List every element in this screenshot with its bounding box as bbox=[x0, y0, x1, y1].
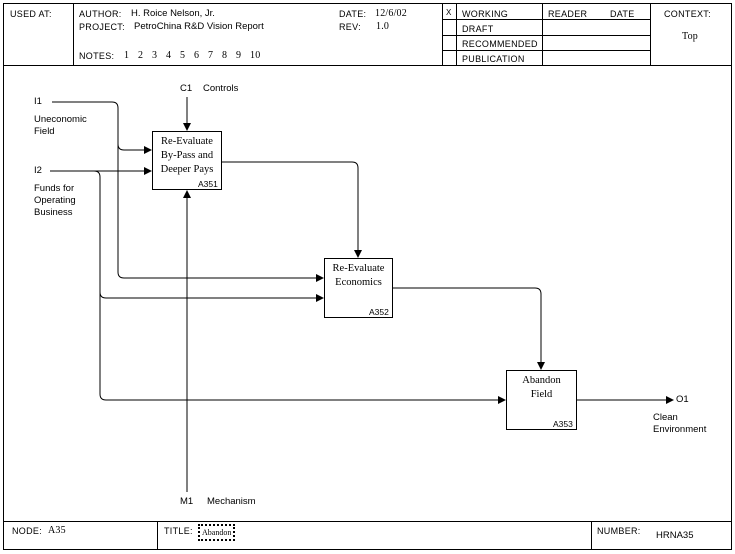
output-o1-label-line1: Clean bbox=[653, 412, 678, 423]
activity-a352-line2: Economics bbox=[335, 277, 382, 288]
title-label: TITLE: bbox=[164, 526, 193, 536]
arrow-a352-to-a353 bbox=[393, 287, 545, 370]
status-publication: PUBLICATION bbox=[462, 54, 525, 64]
status-working: WORKING bbox=[462, 9, 509, 19]
note-9: 9 bbox=[236, 50, 242, 61]
used-at-label: USED AT: bbox=[10, 9, 52, 19]
note-5: 5 bbox=[180, 50, 186, 61]
author-value: H. Roice Nelson, Jr. bbox=[131, 8, 215, 19]
output-o1-code: O1 bbox=[676, 394, 689, 405]
activity-a352-label: Re-Evaluate Economics bbox=[325, 262, 392, 290]
author-label: AUTHOR: bbox=[79, 9, 122, 19]
mechanism-m1-label: Mechanism bbox=[207, 496, 256, 507]
status-recommended: RECOMMENDED bbox=[462, 39, 538, 49]
activity-a352-number: A352 bbox=[369, 307, 389, 317]
note-8: 8 bbox=[222, 50, 228, 61]
activity-a351-label: Re-Evaluate By-Pass and Deeper Pays bbox=[153, 135, 221, 177]
status-draft: DRAFT bbox=[462, 24, 494, 34]
arrow-i2-to-a352 bbox=[88, 170, 324, 302]
activity-box-a351 bbox=[152, 131, 222, 190]
note-4: 4 bbox=[166, 50, 172, 61]
arrow-a351-to-a352 bbox=[222, 161, 362, 258]
activity-a351-number: A351 bbox=[198, 179, 218, 189]
date-value: 12/6/02 bbox=[375, 8, 407, 19]
activity-a353-line1: Abandon bbox=[522, 375, 561, 386]
node-value: A35 bbox=[48, 525, 66, 536]
context-label: CONTEXT: bbox=[664, 9, 711, 19]
input-i2-code: I2 bbox=[34, 165, 42, 176]
reader-date-label: DATE bbox=[610, 9, 635, 19]
output-o1-label-line2: Environment bbox=[653, 424, 707, 435]
activity-box-a352 bbox=[324, 258, 393, 318]
input-i2-label-line3: Business bbox=[34, 207, 73, 218]
activity-a353-label: Abandon Field bbox=[507, 374, 576, 402]
activity-a351-line1: Re-Evaluate bbox=[161, 136, 213, 147]
notes-label: NOTES: bbox=[79, 51, 115, 61]
title-field[interactable]: Abandon bbox=[198, 524, 236, 541]
activity-a353-number: A353 bbox=[553, 419, 573, 429]
note-10: 10 bbox=[250, 50, 261, 61]
activity-a351-line3: Deeper Pays bbox=[160, 164, 214, 175]
number-label: NUMBER: bbox=[597, 526, 641, 536]
note-1: 1 bbox=[124, 50, 130, 61]
arrow-i1-to-a352 bbox=[117, 144, 324, 282]
activity-a352-line1: Re-Evaluate bbox=[332, 263, 385, 274]
control-c1-label: Controls bbox=[203, 83, 239, 94]
input-i1-label-line1: Uneconomic bbox=[34, 114, 87, 125]
node-label: NODE: bbox=[12, 526, 43, 536]
input-i1-code: I1 bbox=[34, 96, 42, 107]
activity-a351-line2: By-Pass and bbox=[160, 150, 214, 161]
activity-a353-line2: Field bbox=[530, 389, 553, 400]
control-c1-code: C1 bbox=[180, 83, 193, 94]
rev-value: 1.0 bbox=[376, 21, 390, 32]
mechanism-m1-code: M1 bbox=[180, 496, 194, 507]
outer-frame bbox=[3, 3, 732, 550]
reader-label: READER bbox=[548, 9, 588, 19]
date-label: DATE: bbox=[339, 9, 367, 19]
arrow-i2-to-a353 bbox=[99, 292, 506, 404]
project-label: PROJECT: bbox=[79, 22, 125, 32]
project-value: PetroChina R&D Vision Report bbox=[134, 21, 264, 32]
arrow-i1-to-a351 bbox=[52, 101, 152, 154]
input-i2-label-line2: Operating bbox=[34, 195, 76, 206]
number-value: HRNA35 bbox=[656, 530, 694, 541]
note-3: 3 bbox=[152, 50, 158, 61]
input-i1-label-line2: Field bbox=[34, 126, 55, 137]
status-working-mark: X bbox=[446, 8, 452, 17]
note-7: 7 bbox=[208, 50, 214, 61]
activity-box-a353 bbox=[506, 370, 577, 430]
note-6: 6 bbox=[194, 50, 200, 61]
context-value: Top bbox=[682, 31, 699, 42]
rev-label: REV: bbox=[339, 22, 361, 32]
note-2: 2 bbox=[138, 50, 144, 61]
input-i2-label-line1: Funds for bbox=[34, 183, 75, 194]
